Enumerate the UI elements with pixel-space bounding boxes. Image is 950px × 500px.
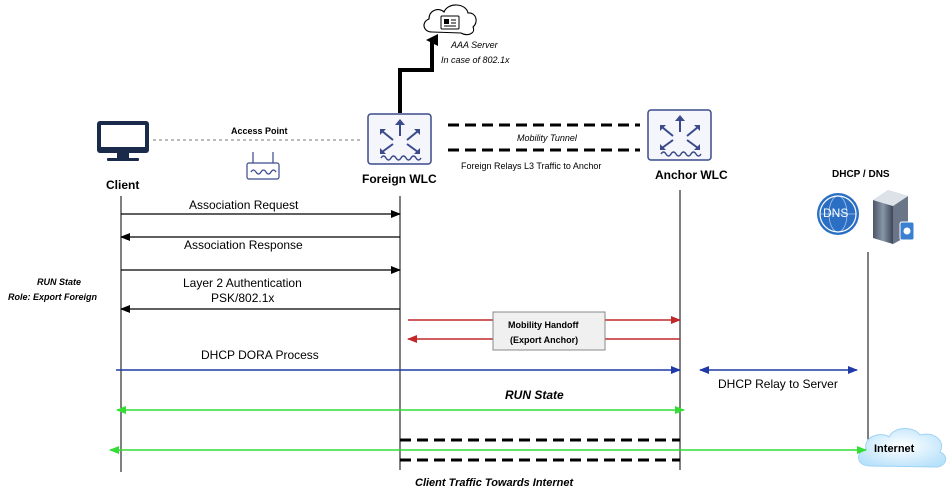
aaa-server-label: AAA Server xyxy=(451,40,498,50)
run-state-label: RUN State xyxy=(505,388,564,402)
mobility-handoff-label: Mobility Handoff xyxy=(508,320,579,330)
computer-icon xyxy=(97,121,149,161)
dhcp-relay-label: DHCP Relay to Server xyxy=(718,377,838,391)
dhcp-dora-label: DHCP DORA Process xyxy=(201,348,319,362)
mobility-handoff-box xyxy=(492,311,606,351)
aaa-path-arrow xyxy=(398,34,438,113)
foreign-wlc-icon xyxy=(367,113,432,165)
assoc-response-label: Association Response xyxy=(184,238,303,252)
client-role-label: Role: Export Foreign xyxy=(8,292,98,302)
export-anchor-label: (Export Anchor) xyxy=(510,335,579,345)
dhcp-dns-label: DHCP / DNS xyxy=(832,169,890,180)
access-point-label: Access Point xyxy=(231,126,288,136)
assoc-request-label: Association Request xyxy=(189,198,299,212)
foreign-wlc-label: Foreign WLC xyxy=(362,172,437,186)
client-traffic-label: Client Traffic Towards Internet xyxy=(415,477,574,489)
aaa-note-label: In case of 802.1x xyxy=(441,55,510,65)
anchor-wlc-icon xyxy=(647,109,712,161)
mobility-tunnel-label: Mobility Tunnel xyxy=(517,133,577,143)
access-point-icon xyxy=(246,152,280,180)
anchor-wlc-label: Anchor WLC xyxy=(655,168,728,182)
dns-badge-label: DNS xyxy=(823,206,849,220)
internet-label: Internet xyxy=(874,443,915,455)
psk-label: PSK/802.1x xyxy=(211,291,275,305)
client-label: Client xyxy=(106,178,140,192)
foreign-relays-label: Foreign Relays L3 Traffic to Anchor xyxy=(461,161,602,171)
cloud-server-icon xyxy=(423,4,477,36)
client-run-state-label: RUN State xyxy=(37,277,82,287)
dns-globe-icon xyxy=(817,193,859,235)
l2-auth-label: Layer 2 Authentication xyxy=(183,276,302,290)
server-icon xyxy=(873,190,915,244)
